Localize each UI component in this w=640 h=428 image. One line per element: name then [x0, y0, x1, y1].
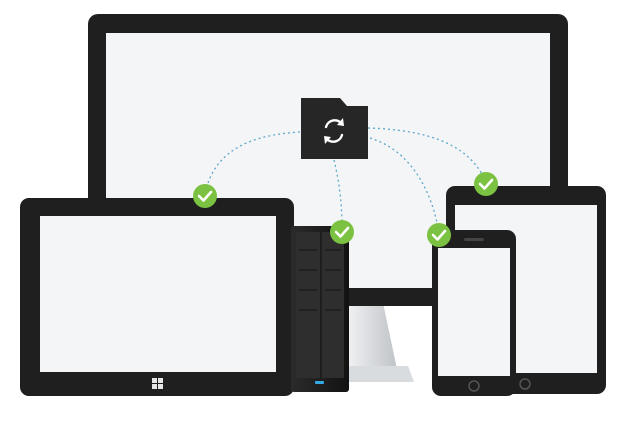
sync-folder	[301, 98, 368, 159]
check-icon	[193, 184, 217, 208]
smartphone-home-button	[468, 380, 480, 392]
check-icon	[474, 172, 498, 196]
check-badge-nas	[330, 220, 354, 244]
check-icon	[330, 220, 354, 244]
check-badge-tablet	[474, 172, 498, 196]
smartphone-screen	[438, 248, 510, 376]
nas-server	[291, 226, 349, 392]
sync-folder-icon	[301, 98, 368, 159]
check-badge-smartphone	[427, 223, 451, 247]
check-badge-windows-tablet	[193, 184, 217, 208]
windows-tablet-screen	[40, 216, 276, 372]
sync-lines	[204, 127, 487, 234]
check-icon	[427, 223, 451, 247]
tablet-home-button	[519, 378, 531, 390]
windows-tablet	[20, 198, 294, 396]
nas-status-light	[315, 381, 324, 384]
smartphone	[432, 230, 516, 396]
windows-logo-icon	[152, 378, 163, 389]
